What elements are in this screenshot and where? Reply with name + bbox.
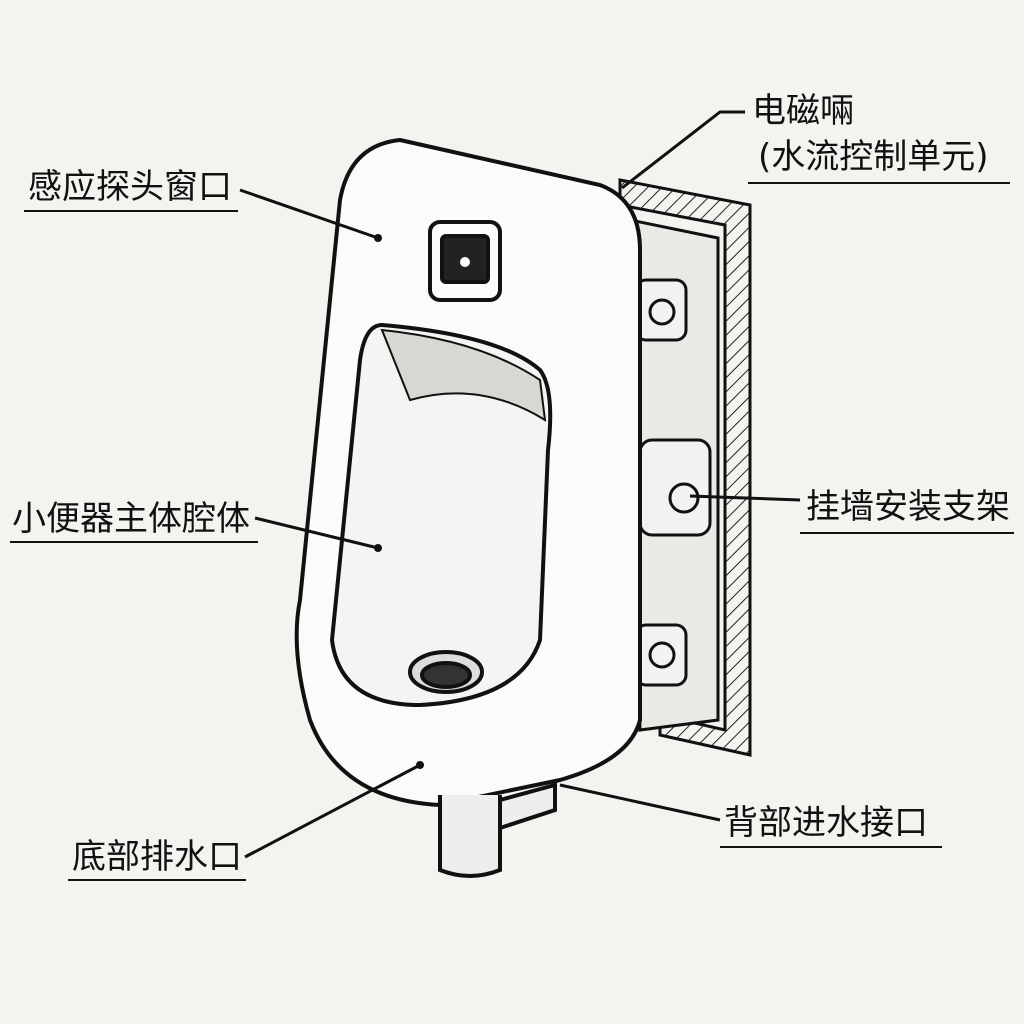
label-underline	[68, 879, 246, 881]
label-underline	[24, 210, 238, 212]
label-underline	[10, 541, 258, 543]
label-underline	[800, 532, 1014, 534]
label-solenoid-valve: 电磁啢	[752, 91, 854, 131]
label-rear-inlet: 背部进水接口	[724, 803, 928, 843]
urinal-body	[294, 137, 642, 878]
wall-mounting-bracket	[628, 218, 720, 732]
drain-pipe	[438, 795, 502, 878]
label-solenoid-valve-sub: (水流控制单元)	[758, 137, 989, 177]
label-sensor-window: 感应探头窗口	[28, 167, 232, 207]
label-underline	[720, 846, 942, 848]
label-wall-bracket: 挂墙安装支架	[806, 487, 1010, 527]
rear-inlet	[498, 782, 557, 831]
label-body-cavity: 小便器主体腔体	[12, 499, 250, 539]
label-bottom-drain: 底部排水口	[72, 837, 242, 877]
label-underline	[748, 182, 1010, 184]
leader-lines	[239, 110, 801, 859]
